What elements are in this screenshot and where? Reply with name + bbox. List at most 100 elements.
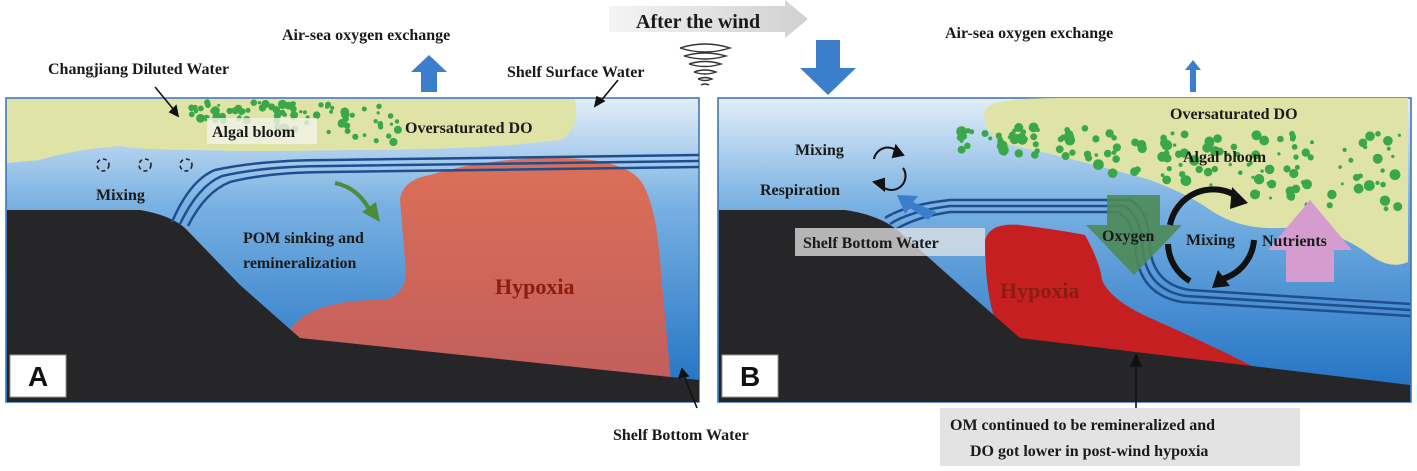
panel-a-mixing-icons [96,158,193,172]
panel-b-note-line-1: OM continued to be remineralized and [950,417,1215,434]
bloom-dot [1111,135,1117,141]
bloom-dot [1034,148,1040,154]
bloom-dot [1137,143,1147,154]
panel-b-mixing-left-label: Mixing [795,142,844,159]
bloom-dot [1251,130,1262,141]
panel-b-algal-bloom-label: Algal bloom [1183,149,1267,166]
bloom-dot [1210,146,1220,156]
bloom-dot [387,113,394,119]
bloom-dot [1383,136,1393,146]
panel-b-hypoxia-label: Hypoxia [1000,278,1079,303]
panel-a-shelf-surface-label: Shelf Surface Water [507,64,644,81]
bloom-dot [1134,166,1141,173]
bloom-dot [396,128,400,133]
bloom-dot [1163,154,1172,163]
bloom-dot [1277,152,1281,156]
panel-a-algal-bloom-bg [207,118,317,144]
bloom-dot [188,104,195,112]
panel-b-note-box [940,408,1300,466]
bloom-dot [1189,155,1200,166]
bloom-dot [376,111,380,115]
panel-b-shelf-bottom-bg [795,228,985,256]
bloom-dot [258,104,267,112]
bloom-dot [206,104,211,108]
bloom-dot [386,133,392,139]
bloom-dot [1259,135,1270,146]
bloom-dot [1180,130,1189,139]
bloom-dot [1081,125,1089,132]
bloom-dot [957,145,966,154]
bloom-dot [273,112,281,120]
panel-a-hypoxia-zone [290,157,672,392]
bloom-dot [1365,131,1375,141]
bloom-dot [239,108,246,115]
bloom-dot [1342,147,1347,152]
bloom-dot [1060,134,1067,141]
bloom-dot [1105,129,1114,138]
bloom-dot [988,136,993,141]
bloom-dot [1269,196,1272,200]
panel-a-changjiang-label: Changjiang Diluted Water [48,61,229,78]
bloom-dot [1283,165,1291,173]
bloom-dot [373,138,379,144]
bloom-dot [1204,136,1215,147]
bloom-dot [250,99,258,106]
bloom-dot [1348,157,1354,163]
bloom-dot [1092,135,1100,143]
bloom-dot [1301,148,1311,157]
panel-a-pom-arrowhead-icon [362,202,380,222]
bloom-dot [1340,182,1344,186]
bloom-dot [1160,173,1165,178]
bloom-dot [289,101,296,107]
bloom-dot [1352,173,1361,182]
bloom-dot [217,103,221,107]
panel-b-shelf-bottom-label: Shelf Bottom Water [803,235,939,252]
bloom-dot [1170,131,1175,136]
bloom-dot [324,104,330,109]
panel-a-algal-bloom-label: Algal bloom [212,124,296,141]
bloom-dot [1107,168,1118,178]
after-wind-header: After the wind [609,0,856,95]
bloom-dot [1353,183,1364,194]
bloom-dot [1380,181,1386,188]
bloom-dot [226,107,233,115]
bloom-dot [196,113,205,123]
panel-a-seafloor [7,210,699,402]
panel-b-pointer [1129,353,1143,408]
panel-b-nutrients-arrow-icon [1268,200,1352,282]
bloom-dot [1014,149,1023,158]
bloom-dot [1083,150,1092,158]
bloom-dot [1397,133,1401,137]
mixing-circle-icon [138,158,152,172]
bloom-dot [1112,155,1120,163]
panel-b-oxygen-arrow-icon [1086,195,1182,275]
bloom-dot [349,112,355,118]
bloom-dot [1289,130,1295,137]
bloom-dot [1094,153,1099,157]
panel-b-air-sea-arrow-icon [1185,60,1201,92]
bloom-dot [1014,123,1024,132]
bloom-dot [1213,134,1222,143]
bloom-dot [1302,179,1312,190]
bloom-dot [1246,162,1251,167]
mixing-circle-icon [96,158,110,172]
panel-a-air-sea-label: Air-sea oxygen exchange [282,27,450,44]
bloom-dot [344,128,351,134]
tornado-icon [679,43,733,86]
bloom-dot [1291,144,1298,150]
panel-a-current-lines [170,153,700,227]
bloom-dot [352,133,359,140]
bloom-dot [1093,159,1104,171]
panel-a-oversaturated-label: Oversaturated DO [405,120,533,137]
bloom-dot [1238,170,1243,175]
bloom-dot [1383,206,1389,212]
bloom-dot [1289,136,1296,142]
panel-b-seafloor [719,210,1410,402]
bloom-dot [377,124,384,130]
bloom-dot [278,99,287,109]
bloom-dot [1179,148,1190,158]
bloom-dot [1277,135,1284,143]
bloom-dot [1293,154,1299,160]
bloom-dot [1363,180,1375,191]
bloom-dot [1228,162,1233,167]
